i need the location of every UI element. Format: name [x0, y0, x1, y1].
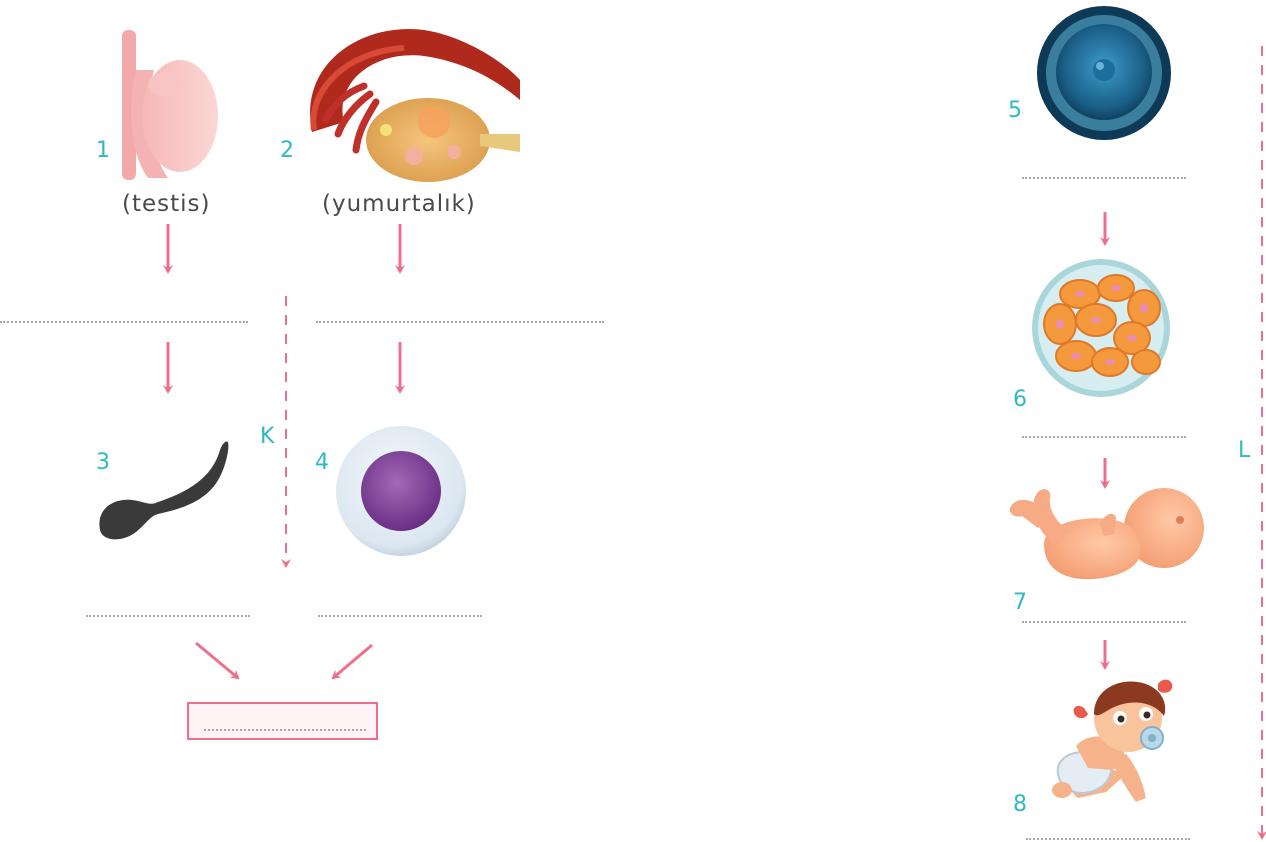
number-6: 6: [1013, 389, 1027, 411]
answer-line-fetus[interactable]: [1022, 621, 1186, 623]
answer-line-embryo[interactable]: [1022, 436, 1186, 438]
ovary-icon: [304, 22, 520, 186]
answer-line-fertilization[interactable]: [204, 729, 366, 731]
number-5: 5: [1008, 100, 1022, 122]
ovary-label: (yumurtalık): [322, 193, 476, 216]
testis-label: (testis): [122, 193, 211, 216]
arrow-sperm-to-box: [196, 643, 238, 678]
answer-line-egg[interactable]: [318, 615, 482, 617]
number-3: 3: [96, 452, 110, 474]
number-7: 7: [1013, 592, 1027, 614]
number-4: 4: [315, 452, 329, 474]
k-path-label: K: [260, 426, 274, 448]
answer-line-testis-product[interactable]: [0, 321, 248, 323]
answer-line-baby[interactable]: [1026, 838, 1190, 840]
number-1: 1: [96, 140, 110, 162]
zygote-icon: [1036, 4, 1172, 142]
sperm-cell-icon: [96, 440, 232, 542]
number-2: 2: [280, 140, 294, 162]
fetus-icon: [1004, 484, 1206, 586]
embryo-icon: [1030, 258, 1172, 398]
fertilization-answer-box[interactable]: [187, 702, 378, 740]
l-path-label: L: [1238, 440, 1250, 462]
answer-line-sperm[interactable]: [86, 615, 250, 617]
baby-icon: [1046, 674, 1180, 808]
number-8: 8: [1013, 794, 1027, 816]
testis-icon: [118, 30, 222, 182]
answer-line-zygote[interactable]: [1022, 177, 1186, 179]
egg-cell-icon: [334, 424, 468, 558]
answer-line-ovary-product[interactable]: [316, 321, 604, 323]
arrow-egg-to-box: [333, 645, 372, 678]
